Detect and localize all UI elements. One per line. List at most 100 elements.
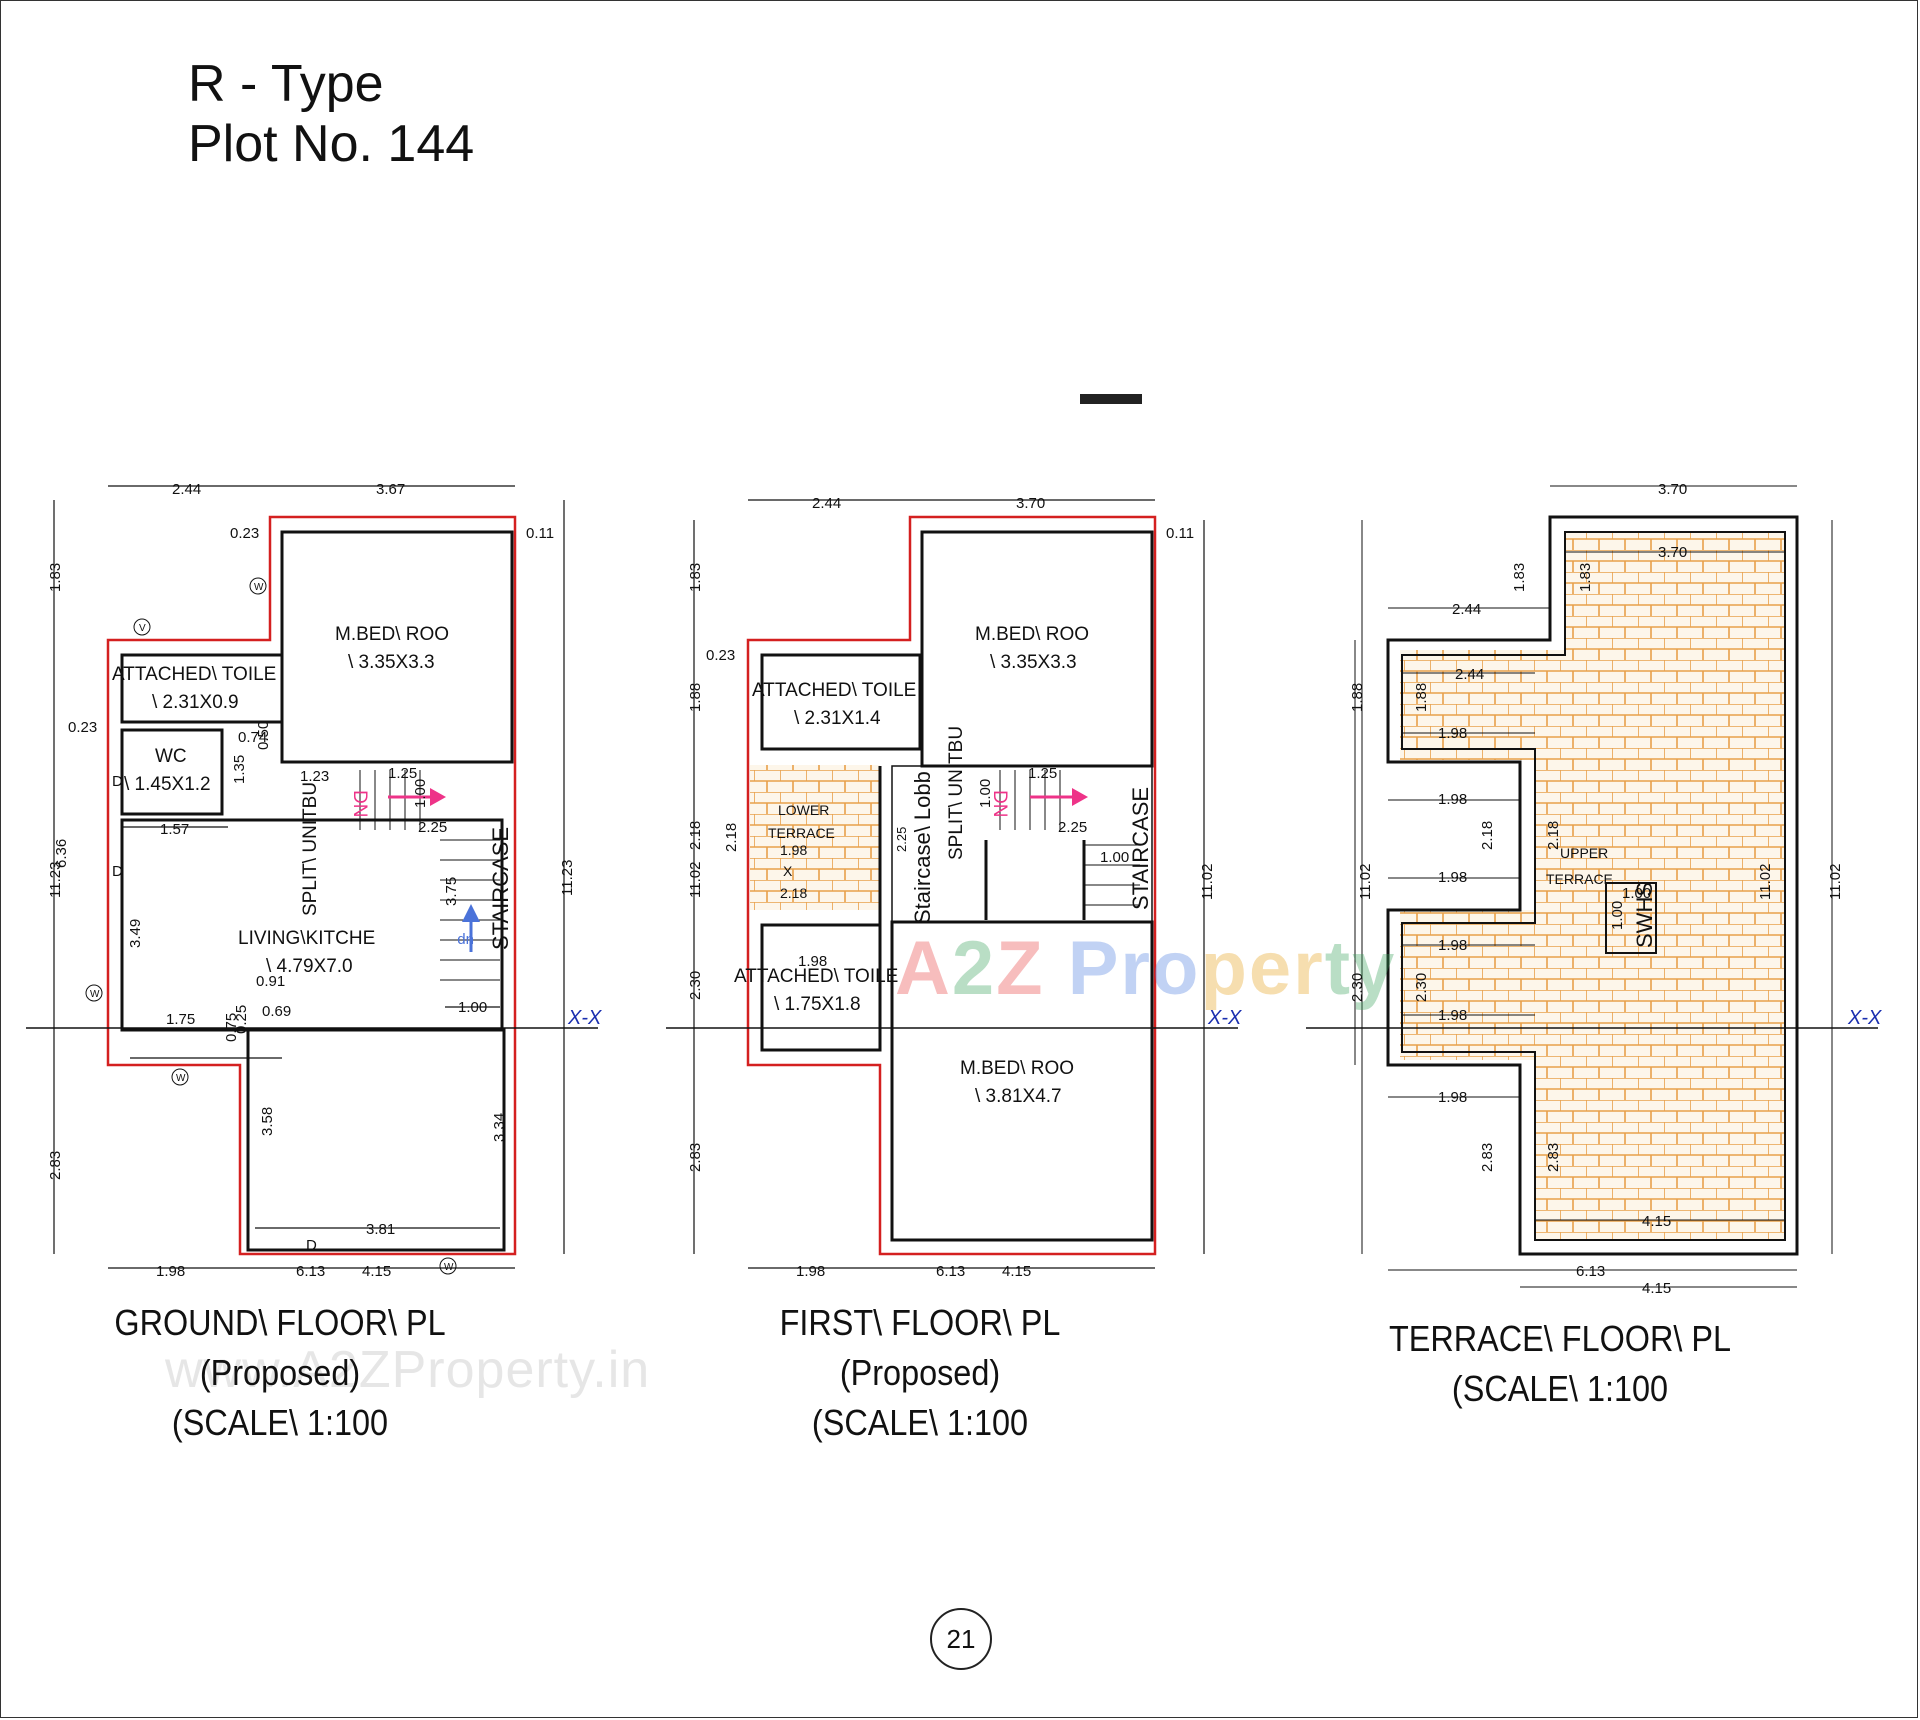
svg-text:0.25: 0.25 bbox=[233, 1005, 250, 1034]
svg-text:X-X: X-X bbox=[1847, 1007, 1882, 1029]
svg-text:1.98: 1.98 bbox=[780, 842, 807, 858]
ground-up-arrow bbox=[462, 904, 480, 952]
svg-text:1.88: 1.88 bbox=[687, 683, 704, 712]
svg-text:D: D bbox=[112, 773, 123, 790]
brand-logo: A2Z Property bbox=[895, 926, 1397, 1011]
svg-text:11.23: 11.23 bbox=[47, 862, 64, 898]
svg-text:0.74: 0.74 bbox=[238, 729, 267, 746]
ground-dimension-labels: 2.44 3.67 0.23 0.11 0.23 0.74 0.50 1.35 … bbox=[47, 481, 602, 1280]
svg-text:1.88: 1.88 bbox=[1413, 683, 1430, 712]
svg-text:1.98: 1.98 bbox=[1438, 1089, 1467, 1106]
svg-text:4.15: 4.15 bbox=[1002, 1263, 1031, 1280]
plot-title: Plot No. 144 bbox=[188, 115, 475, 173]
svg-text:0.91: 0.91 bbox=[256, 973, 285, 990]
svg-text:1.00: 1.00 bbox=[412, 779, 429, 808]
svg-text:1.98: 1.98 bbox=[1438, 937, 1467, 954]
first-mbed1-size: \ 3.35X3.3 bbox=[990, 652, 1077, 673]
svg-text:1.83: 1.83 bbox=[1511, 563, 1528, 592]
svg-text:TERRACE: TERRACE bbox=[1546, 871, 1613, 887]
svg-text:1.75: 1.75 bbox=[166, 1011, 195, 1028]
svg-text:1.57: 1.57 bbox=[160, 821, 189, 838]
svg-text:W: W bbox=[254, 582, 264, 593]
svg-text:1.00: 1.00 bbox=[977, 779, 994, 808]
terrace-labels: UPPER TERRACE SWHS 1.00 1.00 3.70 3.70 2… bbox=[1349, 481, 1882, 1297]
svg-text:1.00: 1.00 bbox=[1622, 885, 1651, 902]
svg-text:2.18: 2.18 bbox=[723, 823, 740, 852]
ground-split-unit: SPLIT\ UNITBU bbox=[300, 782, 321, 916]
svg-text:1.98: 1.98 bbox=[1438, 725, 1467, 742]
svg-text:3.67: 3.67 bbox=[376, 481, 405, 498]
first-toilet2-size: \ 1.75X1.8 bbox=[774, 994, 861, 1015]
svg-text:11.02: 11.02 bbox=[1757, 864, 1774, 900]
svg-text:3.70: 3.70 bbox=[1658, 481, 1687, 498]
svg-text:2.18: 2.18 bbox=[1479, 821, 1496, 850]
svg-text:1.83: 1.83 bbox=[1577, 563, 1594, 592]
svg-text:0.50: 0.50 bbox=[255, 721, 272, 750]
ground-wc-size: \ 1.45X1.2 bbox=[124, 774, 211, 795]
svg-text:2.44: 2.44 bbox=[1452, 601, 1481, 618]
svg-text:11.02: 11.02 bbox=[1199, 864, 1216, 900]
svg-text:2.83: 2.83 bbox=[1545, 1143, 1562, 1172]
svg-text:4.15: 4.15 bbox=[362, 1263, 391, 1280]
svg-text:0.23: 0.23 bbox=[230, 525, 259, 542]
svg-text:1.25: 1.25 bbox=[1028, 765, 1057, 782]
small-stamp bbox=[1080, 394, 1142, 404]
svg-text:1.25: 1.25 bbox=[388, 765, 417, 782]
svg-text:2.44: 2.44 bbox=[812, 495, 841, 512]
ground-window-letters: W V W W W bbox=[90, 582, 454, 1273]
svg-text:2.30: 2.30 bbox=[1413, 973, 1430, 1002]
svg-text:1.88: 1.88 bbox=[1349, 683, 1366, 712]
svg-text:TERRACE: TERRACE bbox=[768, 825, 835, 841]
terrace-hatch bbox=[1400, 532, 1785, 1240]
svg-text:X: X bbox=[783, 863, 793, 879]
swhs-label: SWHS bbox=[1632, 882, 1657, 948]
svg-text:W: W bbox=[90, 989, 100, 1000]
svg-text:X-X: X-X bbox=[567, 1007, 602, 1029]
first-floor-caption: FIRST\ FLOOR\ PL (Proposed) (SCALE\ 1:10… bbox=[779, 1302, 1061, 1443]
svg-text:2.83: 2.83 bbox=[1479, 1143, 1496, 1172]
svg-text:2.44: 2.44 bbox=[172, 481, 201, 498]
swhs-box bbox=[1605, 882, 1657, 954]
svg-text:2.30: 2.30 bbox=[1349, 973, 1366, 1002]
first-floor-plan bbox=[666, 499, 1238, 1269]
first-toilet1-name: ATTACHED\ TOILE bbox=[752, 680, 916, 701]
watermark-text: www.A2ZProperty.in bbox=[165, 1341, 651, 1399]
lower-terrace-hatch bbox=[750, 765, 880, 910]
svg-text:UPPER: UPPER bbox=[1560, 845, 1608, 861]
first-floor-outline bbox=[746, 515, 1157, 1256]
first-toilet2-name: ATTACHED\ TOILE bbox=[734, 966, 898, 987]
first-floor-labels: M.BED\ ROO \ 3.35X3.3 ATTACHED\ TOILE \ … bbox=[734, 624, 1153, 1107]
svg-text:D: D bbox=[306, 1237, 317, 1254]
svg-text:3.75: 3.75 bbox=[443, 877, 460, 906]
first-split-unit: SPLIT\ UNITBU bbox=[946, 726, 967, 860]
svg-text:3.49: 3.49 bbox=[127, 919, 144, 948]
svg-text:W: W bbox=[444, 1262, 454, 1273]
svg-text:2.83: 2.83 bbox=[687, 1143, 704, 1172]
svg-text:2.25: 2.25 bbox=[1058, 819, 1087, 836]
svg-text:W: W bbox=[176, 1073, 186, 1084]
ground-living-size: \ 4.79X7.0 bbox=[266, 956, 353, 977]
page-number: 21 bbox=[930, 1608, 992, 1670]
svg-text:6.13: 6.13 bbox=[1576, 1263, 1605, 1280]
svg-text:0.23: 0.23 bbox=[68, 719, 97, 736]
svg-text:1.00: 1.00 bbox=[458, 999, 487, 1016]
first-mbed1-name: M.BED\ ROO bbox=[975, 624, 1089, 645]
svg-text:0.75: 0.75 bbox=[223, 1013, 240, 1042]
svg-text:2.18: 2.18 bbox=[780, 885, 807, 901]
svg-text:1.00: 1.00 bbox=[1609, 901, 1626, 930]
svg-text:3.70: 3.70 bbox=[1016, 495, 1045, 512]
ground-mbed-size: \ 3.35X3.3 bbox=[348, 652, 435, 673]
ground-dn-arrow bbox=[388, 788, 446, 806]
svg-text:4.15: 4.15 bbox=[1642, 1213, 1671, 1230]
ground-wc-name: WC bbox=[155, 746, 187, 767]
svg-text:0.11: 0.11 bbox=[526, 525, 554, 542]
svg-text:2.18: 2.18 bbox=[1545, 821, 1562, 850]
svg-text:6.13: 6.13 bbox=[296, 1263, 325, 1280]
svg-text:1.98: 1.98 bbox=[1438, 869, 1467, 886]
svg-text:11.02: 11.02 bbox=[1357, 864, 1374, 900]
ground-floor-caption: GROUND\ FLOOR\ PL (Proposed) (SCALE\ 1:1… bbox=[114, 1302, 446, 1443]
svg-text:2.30: 2.30 bbox=[687, 971, 704, 1000]
terrace-floor-caption: TERRACE\ FLOOR\ PL (SCALE\ 1:100 bbox=[1388, 1318, 1732, 1409]
